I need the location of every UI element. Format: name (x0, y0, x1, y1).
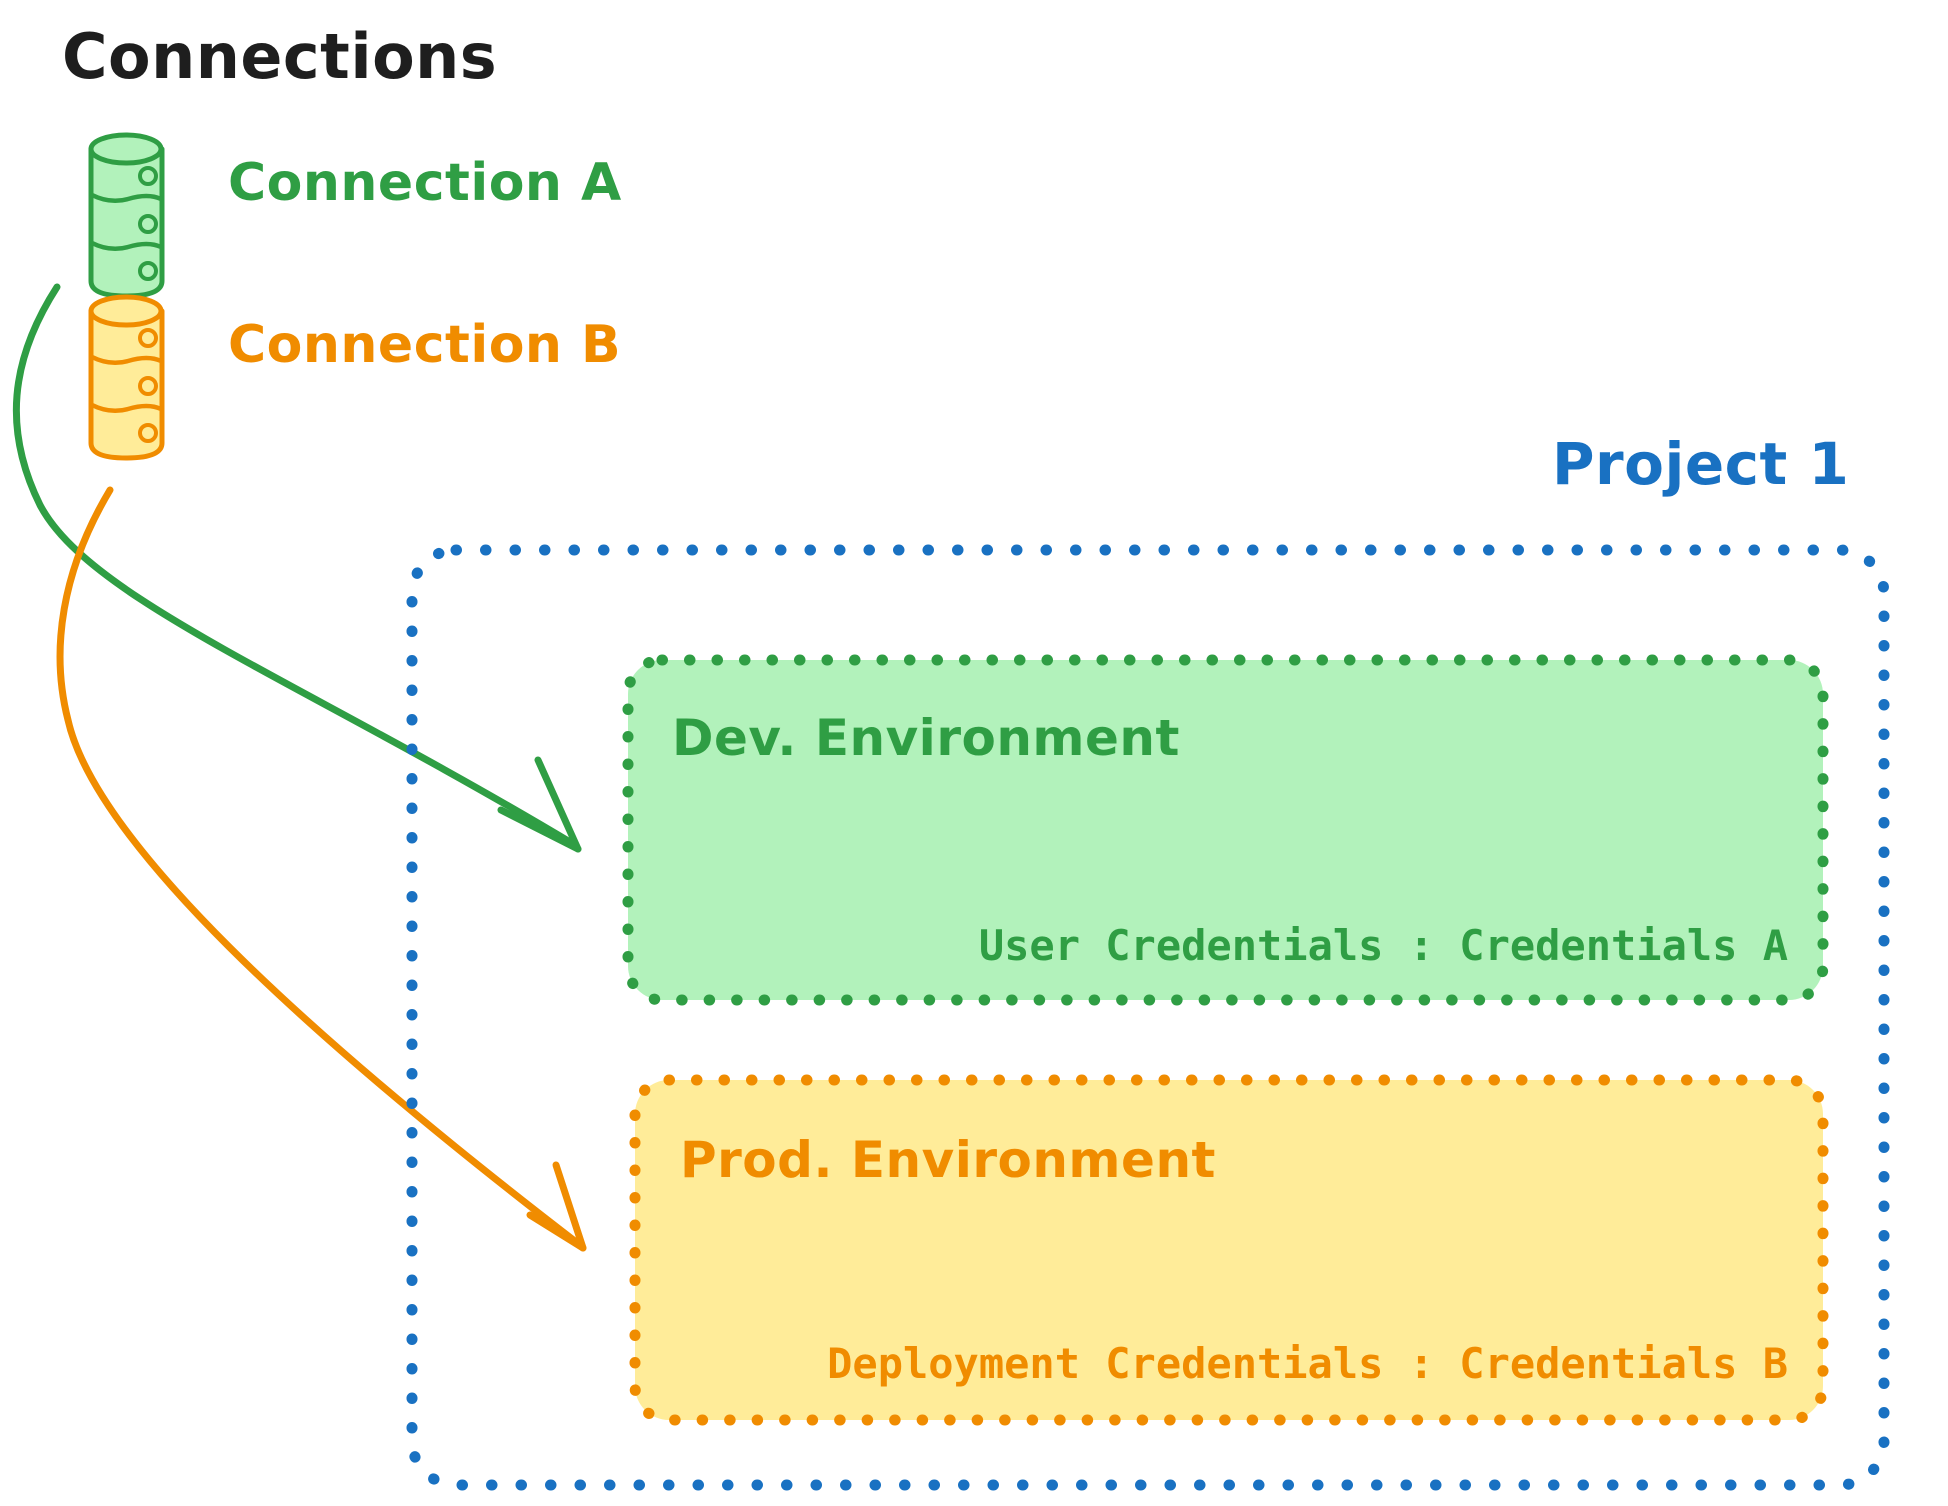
dev-environment-fill (628, 660, 1823, 1000)
legend-label-connection-a: Connection A (228, 153, 622, 213)
arrow-connection-a-to-dev (12, 283, 582, 853)
prod-environment-title: Prod. Environment (680, 1131, 1216, 1189)
dev-environment-border (622, 654, 1829, 1006)
dev-environment-box[interactable] (622, 654, 1829, 1006)
arrow-connection-b-to-prod (56, 486, 587, 1252)
dev-environment-credentials: User Credentials : Credentials A (979, 921, 1788, 970)
prod-environment-border (629, 1074, 1829, 1426)
page-title: Connections (62, 20, 497, 93)
dev-environment-title: Dev. Environment (672, 709, 1180, 767)
prod-environment-fill (635, 1080, 1823, 1420)
database-icon-connection-b[interactable] (88, 294, 165, 461)
legend-label-connection-b: Connection B (228, 315, 621, 375)
database-icon-connection-a[interactable] (88, 132, 165, 299)
project-boundary[interactable] (406, 544, 1890, 1491)
prod-environment-credentials: Deployment Credentials : Credentials B (827, 1339, 1788, 1388)
project-title: Project 1 (1552, 430, 1849, 498)
prod-environment-box[interactable] (629, 1074, 1829, 1426)
